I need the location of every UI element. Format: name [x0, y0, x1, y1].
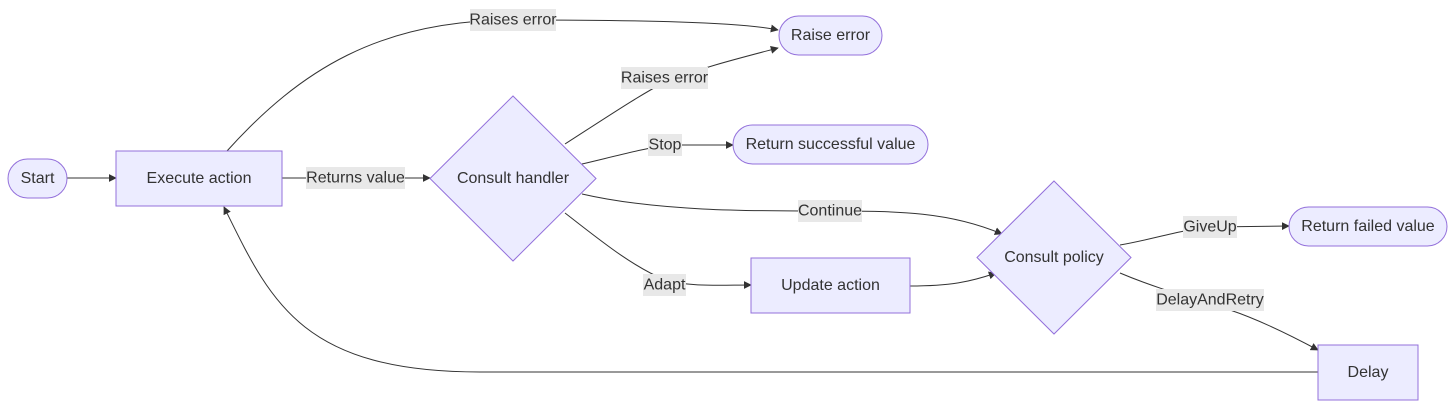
svg-text:Consult policy: Consult policy: [1004, 249, 1104, 266]
edge-label-give-up: GiveUp: [1183, 216, 1237, 238]
svg-text:Adapt: Adapt: [644, 277, 686, 294]
svg-text:Delay: Delay: [1348, 364, 1389, 381]
node-raise-error: Raise error: [778, 15, 883, 56]
edge-label-raises-error-top: Raises error: [469, 9, 557, 31]
edge-label-raises-error-handler: Raises error: [621, 67, 709, 89]
svg-text:Return successful value: Return successful value: [746, 136, 916, 153]
svg-text:Update action: Update action: [781, 277, 880, 294]
svg-text:Execute action: Execute action: [147, 170, 252, 187]
svg-text:Continue: Continue: [798, 203, 862, 220]
edge-label-stop: Stop: [648, 134, 682, 156]
node-return-successful-value: Return successful value: [732, 124, 929, 165]
node-consult-policy: Consult policy: [976, 180, 1132, 335]
node-delay: Delay: [1317, 344, 1419, 401]
node-start: Start: [7, 158, 68, 199]
edge-label-adapt: Adapt: [643, 274, 686, 296]
edge-label-continue: Continue: [798, 200, 862, 222]
svg-text:Raises error: Raises error: [621, 70, 709, 87]
edge-handler-to-policy: [581, 193, 1003, 235]
svg-text:Return failed value: Return failed value: [1301, 218, 1435, 235]
svg-text:Consult handler: Consult handler: [457, 170, 570, 187]
svg-text:Raise error: Raise error: [791, 27, 871, 44]
svg-text:Start: Start: [21, 170, 55, 187]
svg-text:GiveUp: GiveUp: [1183, 219, 1236, 236]
svg-text:Raises error: Raises error: [469, 12, 557, 29]
edge-label-delay-and-retry: DelayAndRetry: [1156, 289, 1264, 311]
svg-text:Stop: Stop: [649, 137, 682, 154]
edge-update-to-policy: [909, 271, 997, 287]
edge-policy-to-delay: [1119, 272, 1319, 351]
svg-text:Returns value: Returns value: [306, 170, 405, 187]
svg-text:DelayAndRetry: DelayAndRetry: [1156, 292, 1264, 309]
edge-delay-to-execute: [223, 206, 1318, 373]
node-consult-handler: Consult handler: [429, 95, 597, 262]
node-execute-action: Execute action: [115, 150, 283, 207]
node-update-action: Update action: [750, 257, 911, 314]
node-return-failed-value: Return failed value: [1288, 206, 1448, 247]
edge-label-returns-value: Returns value: [306, 167, 405, 189]
